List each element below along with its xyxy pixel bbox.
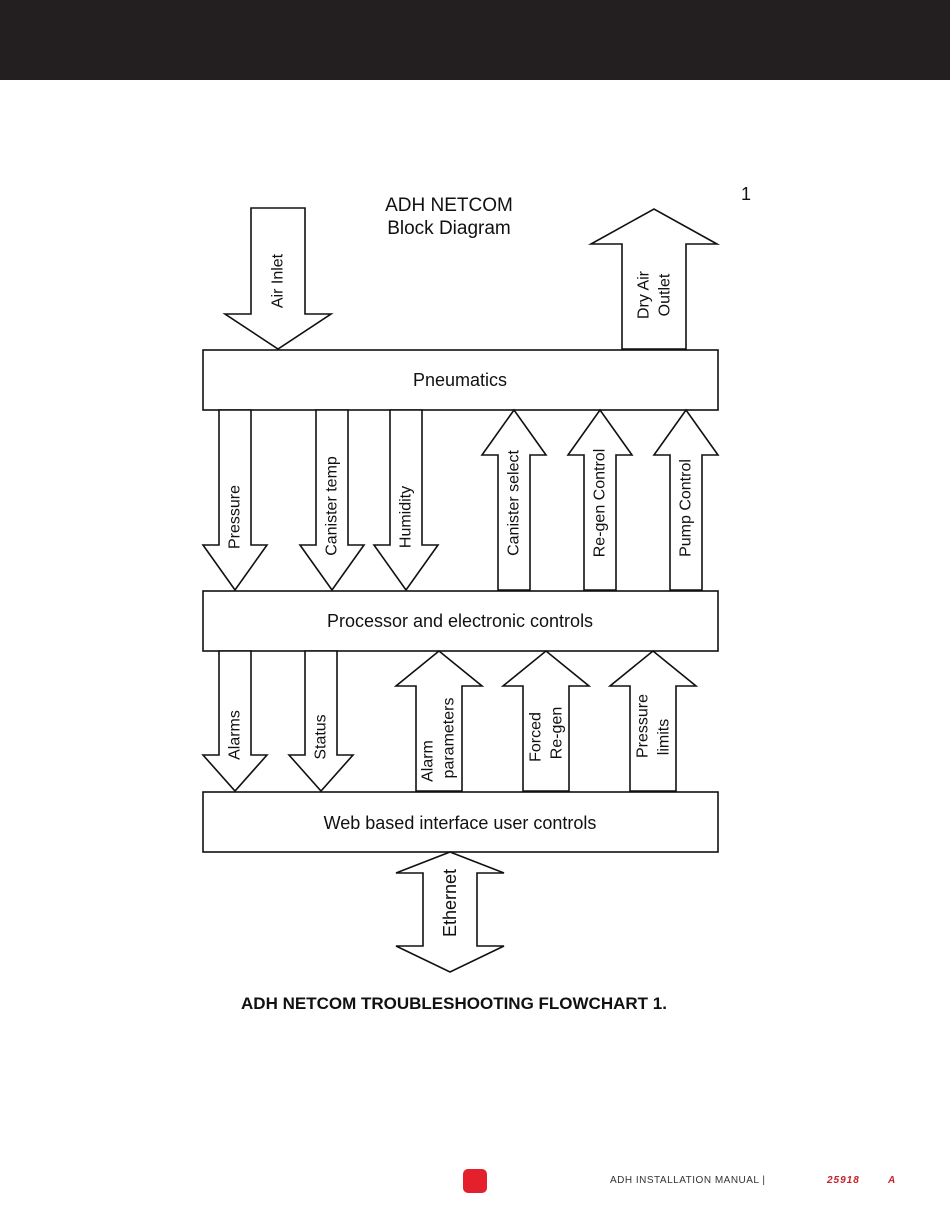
canister-select-arrow: [480, 408, 548, 591]
alarms-label: Alarms: [227, 710, 244, 760]
canister-temp-arrow: [298, 409, 366, 592]
pneumatics-block: [202, 349, 719, 411]
humidity-label: Humidity: [398, 486, 415, 548]
processor-label: Processor and electronic controls: [327, 611, 593, 631]
ethernet-label: Ethernet: [440, 869, 460, 937]
web-interface-label: Web based interface user controls: [324, 813, 597, 833]
air-inlet-label: Air Inlet: [270, 253, 287, 308]
footer-manual-title: ADH INSTALLATION MANUAL |: [610, 1175, 766, 1186]
status-label: Status: [313, 714, 330, 759]
diagram-subtitle: Block Diagram: [387, 218, 511, 239]
pneumatics-label: Pneumatics: [413, 370, 507, 390]
footer-revision: A: [888, 1175, 896, 1186]
dry-air-outlet-arrow: [587, 208, 721, 350]
regen-control-label: Re-gen Control: [592, 449, 609, 558]
processor-block: [202, 590, 719, 652]
forced-label: Forced: [528, 712, 545, 762]
pressure-label: Pressure: [227, 485, 244, 549]
outlet-label: Outlet: [657, 273, 674, 316]
canister-temp-label: Canister temp: [324, 456, 341, 556]
alarms-arrow: [201, 650, 269, 793]
alarm-parameters-arrow: [393, 649, 485, 792]
status-arrow: [287, 650, 355, 793]
pressure-limits-line2-label: limits: [656, 719, 673, 755]
figure-caption: ADH NETCOM TROUBLESHOOTING FLOWCHART 1.: [241, 994, 667, 1013]
canister-select-label: Canister select: [506, 450, 523, 556]
footer-page-badge: [463, 1169, 487, 1193]
air-inlet-arrow: [222, 207, 334, 350]
alarm-label: Alarm: [420, 740, 437, 782]
pump-control-label: Pump Control: [678, 459, 695, 557]
regen-control-arrow: [566, 408, 634, 591]
forced-regen-arrow: [500, 649, 592, 792]
header-bar: [0, 0, 950, 80]
diagram-title: ADH NETCOM: [385, 195, 513, 216]
dry-air-label: Dry Air: [636, 270, 653, 319]
web-interface-block: [202, 791, 719, 853]
regen-label: Re-gen: [549, 707, 566, 759]
pressure-limits-arrow: [607, 649, 699, 792]
ethernet-arrow: [395, 851, 505, 973]
page-marker: 1: [741, 184, 751, 204]
pressure-limits-line1-label: Pressure: [635, 694, 652, 758]
footer-doc-number: 25918: [827, 1175, 860, 1186]
humidity-arrow: [372, 409, 440, 592]
pressure-arrow: [201, 409, 269, 592]
parameters-label: parameters: [441, 698, 458, 779]
pump-control-arrow: [652, 408, 720, 591]
